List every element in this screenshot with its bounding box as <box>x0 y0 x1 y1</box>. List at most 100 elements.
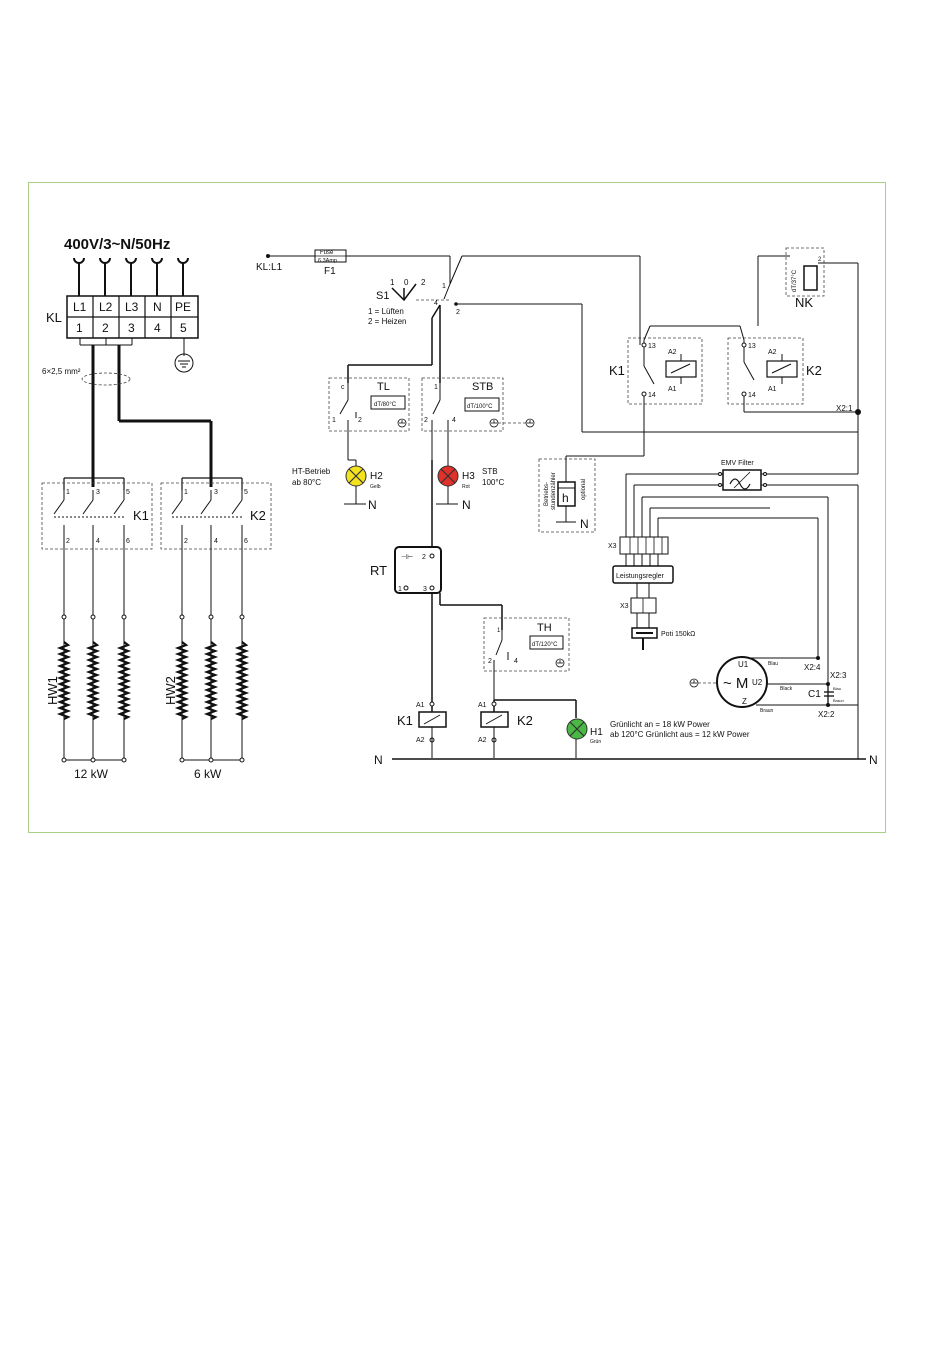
hours-neutral: N <box>580 517 589 531</box>
h2-note-1: HT-Betrieb <box>292 467 331 476</box>
c1-braun: Braun <box>833 698 844 703</box>
h3-lamp-icon <box>437 465 459 487</box>
k2-t13: 13 <box>748 343 756 350</box>
heater-coils <box>56 641 250 720</box>
h1-note-2: ab 120°C Grünlicht aus = 12 kW Power <box>610 730 750 739</box>
k2-t3: 3 <box>214 489 218 496</box>
kl-label: KL <box>46 310 62 325</box>
k1-aux-label: K1 <box>609 363 625 378</box>
h2-lamp-icon <box>345 465 367 487</box>
potentiometer-icon <box>631 627 658 650</box>
k1-aux-a1: A1 <box>668 386 677 393</box>
wire-blau: Blau <box>768 661 778 667</box>
tl-thermostat <box>328 377 410 432</box>
k1-t4: 4 <box>96 538 100 545</box>
h1-note-1: Grünlicht an = 18 kW Power <box>610 720 710 729</box>
s1-t2: 2 <box>456 309 460 316</box>
nk-thermostat <box>785 247 825 297</box>
rt-symbol: ⊣⊢ <box>401 554 413 561</box>
term-3: 3 <box>128 321 135 335</box>
ground-icon <box>174 338 194 373</box>
h1-lamp-icon <box>566 718 588 740</box>
h2-color: Gelb <box>370 484 381 490</box>
power-regulator <box>612 565 674 584</box>
hw1-power: 12 kW <box>74 767 109 781</box>
regler-label: Leistungsregler <box>616 573 665 580</box>
nk-t2: 2 <box>818 257 822 263</box>
k2-aux-a1: A1 <box>768 386 777 393</box>
k2-t5: 5 <box>244 489 248 496</box>
phase-l1: L1 <box>73 300 87 314</box>
h1-color: Grün <box>590 739 601 745</box>
k1-t2: 2 <box>66 538 70 545</box>
stb-label: STB <box>472 381 493 393</box>
motor-icon <box>716 656 768 708</box>
tl-t-2: 2 <box>358 417 362 424</box>
k1-power-contactor <box>41 482 153 550</box>
term-1: 1 <box>76 321 83 335</box>
h3-neutral: N <box>462 498 471 512</box>
s1-pos-0: 0 <box>404 278 409 287</box>
k1-t3: 3 <box>96 489 100 496</box>
hours-label-2: stundenzähler <box>551 472 557 510</box>
neutral-right: N <box>869 753 878 767</box>
hours-optional: optional <box>581 479 587 500</box>
hw2-label: HW2 <box>163 676 178 705</box>
c1-label: C1 <box>808 689 821 700</box>
tl-label: TL <box>377 381 390 393</box>
x2-1-node <box>855 409 861 415</box>
fuse-label: Fuse <box>320 250 334 256</box>
x2-3-label: X2:3 <box>830 671 847 680</box>
cable-label: 6×2,5 mm² <box>42 367 81 376</box>
rt-t1: 1 <box>398 586 402 593</box>
h3-label: H3 <box>462 471 475 482</box>
x2-2-label: X2:2 <box>818 710 835 719</box>
k2-t4: 4 <box>214 538 218 545</box>
th-thermostat <box>483 617 570 672</box>
k2-coil-label: K2 <box>517 713 533 728</box>
k1-coil-icon <box>418 711 447 728</box>
rt-t2: 2 <box>422 554 426 561</box>
rt-t3: 3 <box>423 586 427 593</box>
motor-u1: U1 <box>738 660 749 669</box>
s1-switch-icon <box>391 283 417 302</box>
diagram-frame <box>28 182 886 833</box>
hours-symbol: h <box>562 491 569 505</box>
motor-z: Z <box>742 697 747 706</box>
k2-t1: 1 <box>184 489 188 496</box>
stb-limiter <box>421 377 504 432</box>
k2-aux-label: K2 <box>806 363 822 378</box>
k1-t14: 14 <box>648 392 656 399</box>
tl-t-c: c <box>341 384 345 391</box>
k2-aux-a2: A2 <box>768 349 777 356</box>
motor-label: ~ M <box>723 675 748 692</box>
k2-a2: A2 <box>478 737 487 744</box>
h2-neutral: N <box>368 498 377 512</box>
c1-blau: Blau <box>833 686 841 691</box>
th-t1: 1 <box>497 628 501 634</box>
s1-t4: 4 <box>434 300 438 307</box>
phase-l2: L2 <box>99 300 113 314</box>
hours-label-1: Betriebs- <box>544 482 550 506</box>
k2-t14: 14 <box>748 392 756 399</box>
k1-coil-label: K1 <box>397 713 413 728</box>
x2-1-label: X2:1 <box>836 404 853 413</box>
phase-n: N <box>153 300 162 314</box>
x3-label-bottom: X3 <box>620 603 629 610</box>
supply-title: 400V/3~N/50Hz <box>64 236 170 253</box>
nk-setpoint: dT/37°C <box>792 269 798 292</box>
neutral-left: N <box>374 753 383 767</box>
tl-t-1: 1 <box>332 417 336 424</box>
s1-note-1: 1 = Lüften <box>368 307 404 316</box>
rt-label: RT <box>370 563 387 578</box>
stb-ground-icon <box>489 418 499 428</box>
k1-t1: 1 <box>66 489 70 496</box>
x3-terminal-block-2 <box>630 597 657 614</box>
th-label: TH <box>537 622 552 634</box>
k1-aux-contactor <box>627 337 703 405</box>
poti-label: Poti 150kΩ <box>661 631 695 638</box>
rt-thermostat <box>394 546 442 594</box>
s1-pos-1: 1 <box>390 278 395 287</box>
k1-power-label: K1 <box>133 508 149 523</box>
